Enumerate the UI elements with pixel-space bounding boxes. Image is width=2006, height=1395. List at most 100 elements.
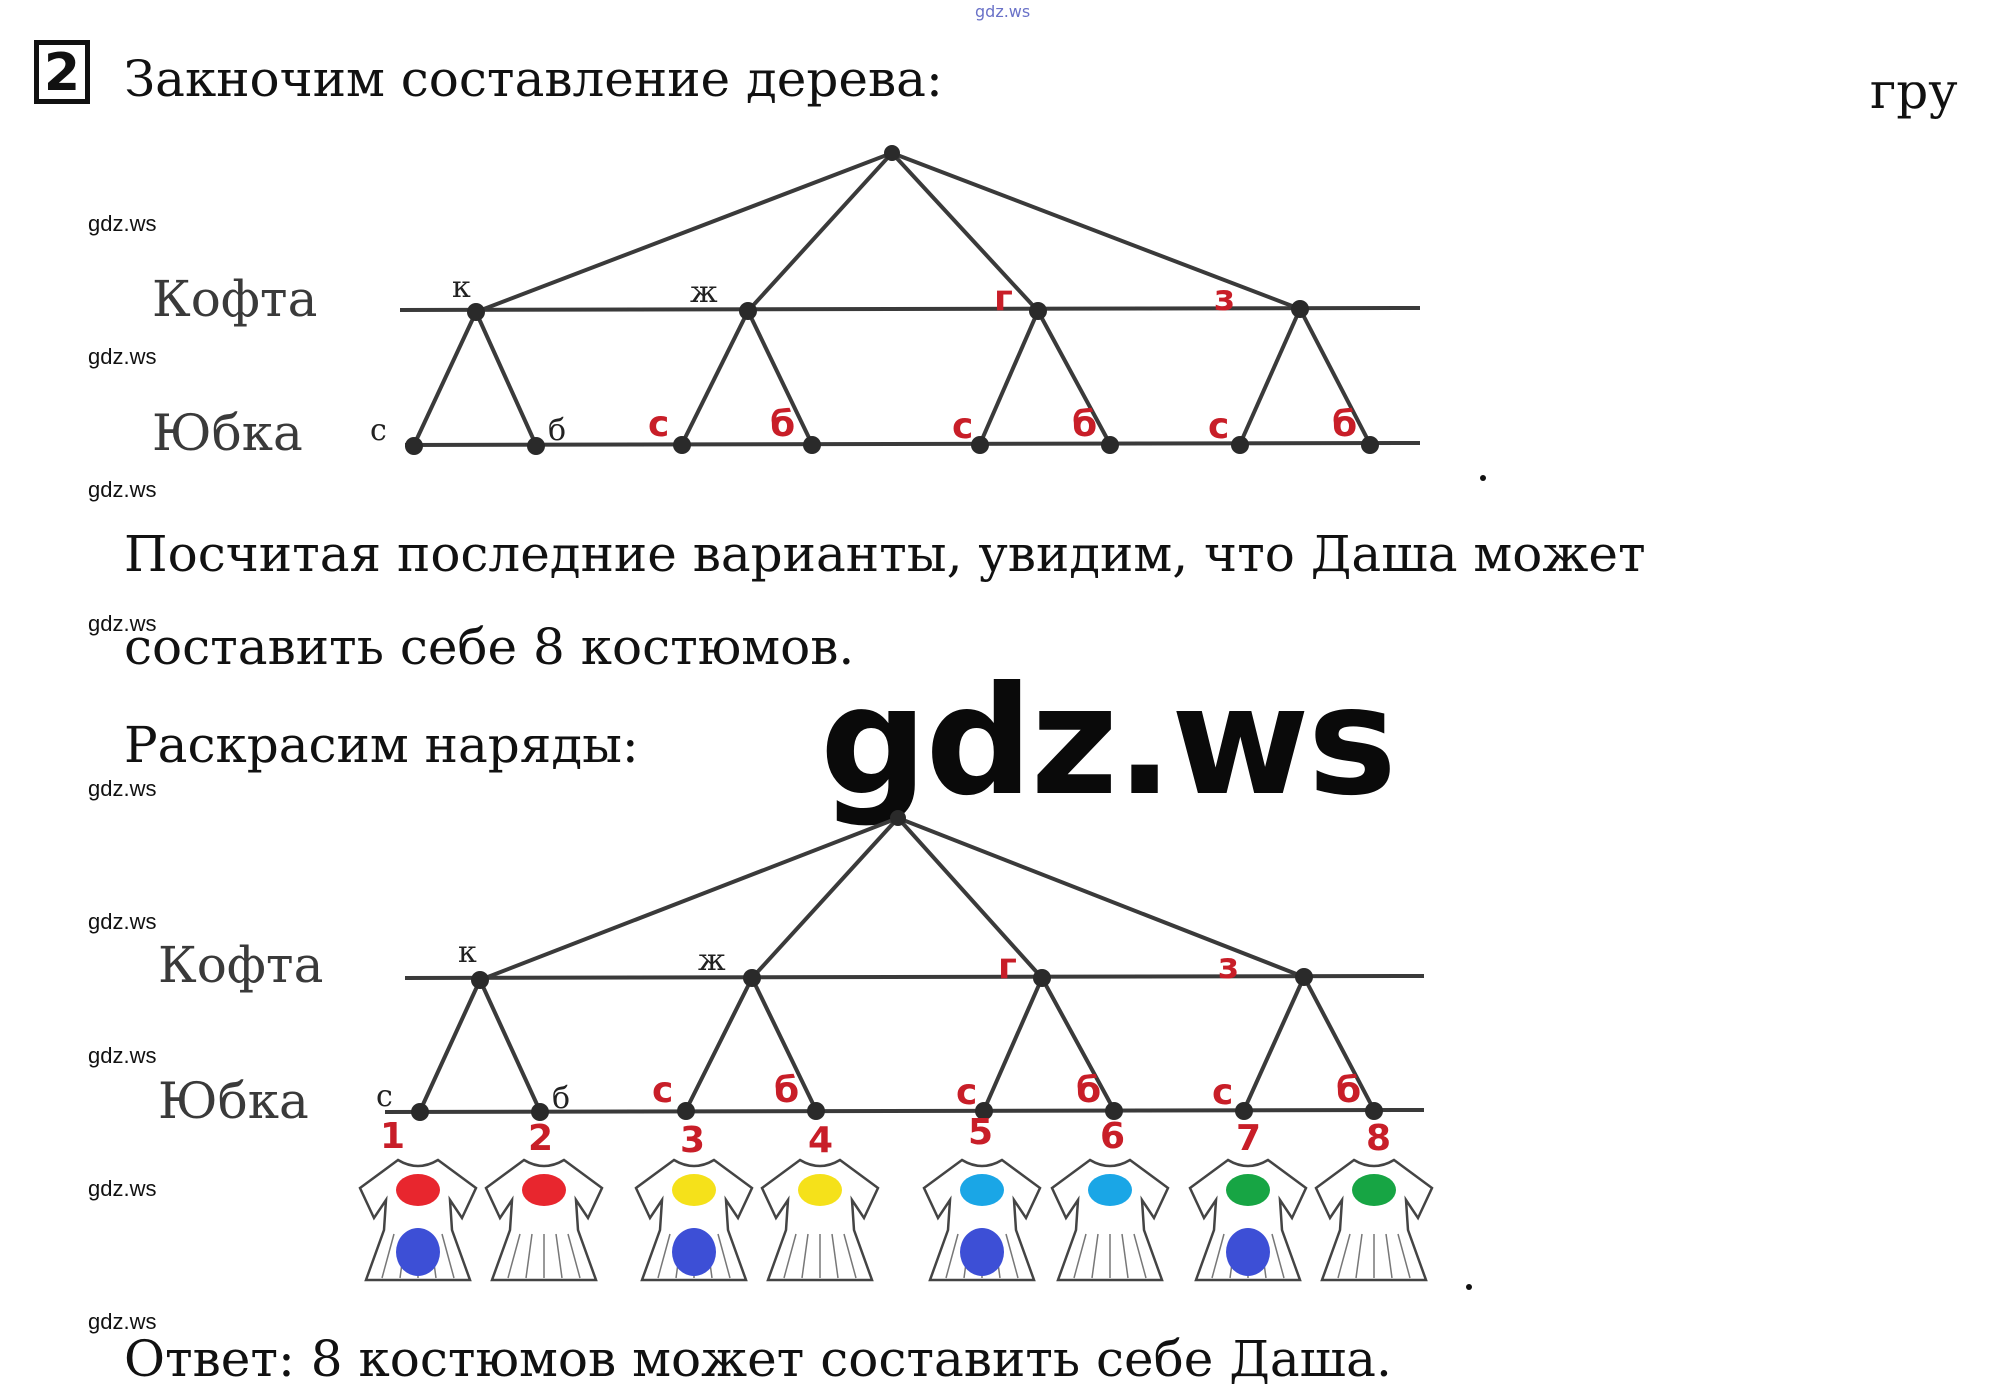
tree2-leaf bbox=[807, 1102, 825, 1120]
skirt-colour bbox=[1226, 1228, 1270, 1276]
outfit-drawing bbox=[760, 1158, 880, 1282]
tree1-leaf bbox=[527, 437, 545, 455]
tree1-node-zh bbox=[739, 302, 757, 320]
skirt-fold bbox=[783, 1233, 797, 1279]
skirt-fold bbox=[1271, 1233, 1285, 1279]
skirt-fold bbox=[1091, 1233, 1099, 1279]
tree1-leaf bbox=[1231, 436, 1249, 454]
skirt-fold bbox=[657, 1233, 671, 1279]
outfit-number: 4 bbox=[808, 1120, 833, 1161]
outfit-drawing bbox=[1188, 1158, 1308, 1282]
tree2-leaf bbox=[677, 1102, 695, 1120]
dress-outline bbox=[484, 1158, 604, 1282]
skirt-label: б bbox=[1076, 1070, 1101, 1111]
level-label-skirt: Юбка bbox=[152, 404, 303, 462]
tree1-root-node bbox=[884, 145, 900, 161]
skirt-colour bbox=[960, 1228, 1004, 1276]
skirt-fold bbox=[1133, 1233, 1147, 1279]
outfit-number: 1 bbox=[380, 1116, 405, 1157]
skirt-label: с bbox=[1208, 406, 1229, 447]
stray-dot bbox=[1466, 1284, 1472, 1290]
watermark-side: gdz.ws bbox=[88, 477, 157, 502]
jacket-label-k: к bbox=[458, 935, 477, 970]
watermark-side: gdz.ws bbox=[88, 909, 157, 934]
tree1-leaf bbox=[1101, 436, 1119, 454]
stray-dot bbox=[1480, 475, 1486, 481]
skirt-fold bbox=[1073, 1233, 1087, 1279]
jacket-label-zh: ж bbox=[690, 275, 718, 310]
top-colour bbox=[1352, 1174, 1396, 1206]
skirt-label: б bbox=[548, 413, 566, 448]
tree1-leaf bbox=[673, 436, 691, 454]
skirt-colour bbox=[672, 1228, 716, 1276]
tree1-node-z bbox=[1291, 300, 1309, 318]
skirt-fold bbox=[567, 1233, 581, 1279]
dress-outline bbox=[634, 1158, 754, 1282]
level-label-jacket: Кофта bbox=[158, 936, 323, 994]
skirt-label: с bbox=[376, 1079, 393, 1114]
skirt-colour bbox=[396, 1228, 440, 1276]
skirt-label: б bbox=[1332, 404, 1357, 445]
outfit-drawing bbox=[1050, 1158, 1170, 1282]
skirt-label: с bbox=[956, 1072, 977, 1113]
dress-outline bbox=[922, 1158, 1042, 1282]
skirt-fold bbox=[441, 1233, 455, 1279]
paragraph-line-2: составить себе 8 костюмов. bbox=[124, 618, 855, 676]
dress-outline bbox=[1314, 1158, 1434, 1282]
skirt-fold bbox=[525, 1233, 533, 1279]
jacket-label-z: з bbox=[1214, 278, 1235, 319]
skirt-fold bbox=[831, 1233, 839, 1279]
jacket-label-g: г bbox=[994, 278, 1013, 319]
skirt-label: с bbox=[648, 404, 669, 445]
skirt-label: б bbox=[552, 1081, 570, 1116]
skirt-fold bbox=[801, 1233, 809, 1279]
skirt-fold bbox=[1337, 1233, 1351, 1279]
outfit-drawing bbox=[634, 1158, 754, 1282]
tree1-node-g bbox=[1029, 302, 1047, 320]
skirt-label: б bbox=[1336, 1070, 1361, 1111]
jacket-label-zh: ж bbox=[698, 943, 726, 978]
dress-outline bbox=[1188, 1158, 1308, 1282]
skirt-fold bbox=[381, 1233, 395, 1279]
top-colour bbox=[960, 1174, 1004, 1206]
skirt-fold bbox=[507, 1233, 521, 1279]
skirt-fold bbox=[945, 1233, 959, 1279]
skirt-fold bbox=[1385, 1233, 1393, 1279]
top-colour bbox=[396, 1174, 440, 1206]
skirt-label: с bbox=[370, 413, 387, 448]
paragraph-line-1: Посчитая последние варианты, увидим, что… bbox=[124, 525, 1646, 583]
watermark-side: gdz.ws bbox=[88, 211, 157, 236]
tree2-node-g bbox=[1033, 969, 1051, 987]
tree2-leaf bbox=[1105, 1102, 1123, 1120]
skirt-fold bbox=[1397, 1233, 1411, 1279]
outfit-drawing bbox=[484, 1158, 604, 1282]
tree1-node-k bbox=[467, 303, 485, 321]
outfit-number: 7 bbox=[1236, 1118, 1261, 1159]
level-label-jacket: Кофта bbox=[152, 270, 317, 328]
watermark-side: gdz.ws bbox=[88, 776, 157, 801]
tree2-leaf bbox=[531, 1103, 549, 1121]
jacket-label-z: з bbox=[1218, 946, 1239, 987]
tree2-node-zh bbox=[743, 969, 761, 987]
outfit-number: 3 bbox=[680, 1120, 705, 1161]
tree2-leaf bbox=[1235, 1102, 1253, 1120]
skirt-label: б bbox=[1072, 404, 1097, 445]
top-colour bbox=[1088, 1174, 1132, 1206]
watermark-side: gdz.ws bbox=[88, 1043, 157, 1068]
tree1-leaf bbox=[1361, 436, 1379, 454]
skirt-fold bbox=[843, 1233, 857, 1279]
outfit-drawing bbox=[1314, 1158, 1434, 1282]
tree2-leaf bbox=[975, 1102, 993, 1120]
watermark-top: gdz.ws bbox=[975, 2, 1031, 21]
outfit-drawing bbox=[358, 1158, 478, 1282]
top-colour bbox=[1226, 1174, 1270, 1206]
skirt-fold bbox=[555, 1233, 563, 1279]
tree2-node-z bbox=[1295, 968, 1313, 986]
watermark-large: gdz.ws bbox=[820, 655, 1397, 829]
watermark-side: gdz.ws bbox=[88, 1309, 157, 1334]
tree1-leaf bbox=[803, 436, 821, 454]
jacket-label-g: г bbox=[998, 946, 1017, 987]
tree2-root-node bbox=[890, 810, 906, 826]
